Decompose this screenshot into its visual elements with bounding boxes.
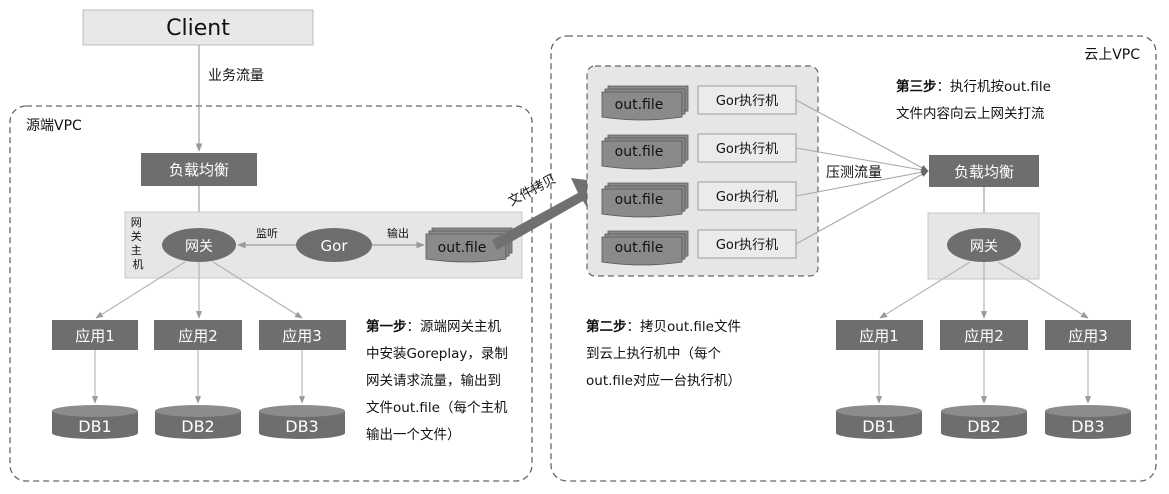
cloud-load-balancer — [929, 155, 1039, 187]
gateway-host-char-3: 主 — [131, 244, 142, 257]
cloud-app-2-label: 应用2 — [964, 327, 1004, 345]
executor-row-1: out.file Gor执行机 — [601, 85, 797, 121]
cloud-app-2 — [940, 320, 1028, 350]
executor-4-box — [697, 229, 797, 259]
source-gateway-label: 网关 — [185, 239, 213, 255]
client-label: Client — [166, 16, 230, 41]
executor-3-label: Gor执行机 — [716, 190, 778, 205]
gateway-host-label: 网 关 主 机 — [131, 216, 146, 271]
executor-1-to-lb — [795, 99, 929, 172]
cloud-gateway — [947, 228, 1021, 262]
source-app-2-label: 应用2 — [178, 327, 218, 345]
cloud-db-2 — [941, 405, 1027, 439]
source-db-2-label: DB2 — [181, 417, 214, 436]
step2-line-2: 到云上执行机中（每个 — [586, 346, 721, 362]
step2-text: 第二步：拷贝out.file文件 到云上执行机中（每个 out.file对应一台… — [586, 318, 745, 389]
client-box — [82, 9, 314, 46]
gor-process — [296, 228, 372, 262]
source-out-file-label: out.file — [438, 240, 487, 256]
step1-line-5: 输出一个文件） — [366, 427, 461, 443]
step2-label: 第二步 — [586, 318, 627, 335]
executor-2-to-lb — [795, 147, 929, 173]
step3-label: 第三步 — [896, 78, 937, 95]
source-app-3 — [259, 320, 346, 350]
executor-1-label: Gor执行机 — [716, 94, 778, 109]
cloud-load-balancer-label: 负载均衡 — [954, 163, 1014, 181]
gateway-host-char-2: 关 — [131, 229, 142, 243]
step2-line-1: 第二步：拷贝out.file文件 — [586, 318, 741, 335]
cloud-app-3 — [1045, 320, 1131, 350]
cloud-gateway-to-app3 — [997, 261, 1089, 319]
executor-4-label: Gor执行机 — [716, 238, 778, 253]
cloud-app-3-label: 应用3 — [1068, 327, 1108, 345]
executor-2-box — [697, 133, 797, 163]
executor-row-4: out.file Gor执行机 — [601, 229, 797, 266]
executor-2-file-label: out.file — [615, 144, 664, 160]
gateway-host-char-4: 机 — [133, 257, 144, 271]
gor-label: Gor — [321, 237, 349, 255]
source-app-2 — [154, 320, 242, 350]
source-app-1-label: 应用1 — [75, 327, 115, 345]
listen-label: 监听 — [256, 227, 278, 240]
gateway-host-char-1: 网 — [131, 216, 142, 229]
executor-4-to-lb — [795, 170, 929, 245]
source-app-3-label: 应用3 — [282, 327, 322, 345]
pressure-traffic-label: 压测流量 — [826, 165, 882, 181]
executor-3-file-stack — [601, 182, 689, 218]
source-out-file-stack — [425, 227, 513, 263]
step3-line-1-text: ：执行机按out.file — [937, 79, 1051, 95]
executor-4-file-stack — [601, 230, 689, 266]
executor-3-box — [697, 181, 797, 211]
cloud-gateway-to-app1 — [879, 261, 971, 319]
business-traffic-label: 业务流量 — [208, 68, 264, 84]
source-load-balancer-label: 负载均衡 — [169, 161, 229, 179]
step1-label: 第一步 — [366, 318, 407, 335]
cloud-app-1-label: 应用1 — [859, 327, 899, 345]
step3-line-2: 文件内容向云上网关打流 — [896, 105, 1045, 122]
source-gateway — [162, 228, 236, 262]
executor-4-file-label: out.file — [615, 240, 664, 256]
cloud-app-1 — [836, 320, 923, 350]
step2-line-3: out.file对应一台执行机） — [586, 372, 741, 389]
cloud-db-3-label: DB3 — [1071, 417, 1104, 436]
step3-text: 第三步：执行机按out.file 文件内容向云上网关打流 — [896, 78, 1055, 122]
cloud-vpc-region — [550, 35, 1157, 482]
executor-1-file-label: out.file — [615, 97, 664, 113]
source-db-3 — [259, 405, 345, 439]
source-vpc-region — [9, 105, 533, 482]
step1-line-2: 中安装Goreplay，录制 — [366, 346, 508, 362]
step1-line-1-text: ：源端网关主机 — [407, 319, 502, 335]
cloud-db-1 — [836, 405, 922, 439]
executor-2-label: Gor执行机 — [716, 142, 778, 157]
executor-1-box — [697, 85, 797, 115]
executor-row-3: out.file Gor执行机 — [601, 181, 797, 218]
executor-3-to-lb — [795, 169, 929, 197]
gateway-to-app3 — [212, 261, 303, 319]
executor-row-2: out.file Gor执行机 — [601, 133, 797, 170]
source-db-1-label: DB1 — [78, 417, 111, 436]
step2-line-1-text: ：拷贝out.file文件 — [627, 319, 741, 335]
gateway-to-app1 — [95, 261, 186, 319]
cloud-db-2-label: DB2 — [967, 417, 1000, 436]
step1-text: 第一步：源端网关主机 中安装Goreplay，录制 网关请求流量，输出到 文件o… — [366, 318, 512, 443]
cloud-vpc-label: 云上VPC — [1084, 47, 1140, 63]
output-label: 输出 — [387, 226, 409, 240]
step1-line-4: 文件out.file（每个主机 — [366, 400, 508, 416]
source-app-1 — [52, 320, 138, 350]
source-load-balancer — [141, 153, 257, 186]
cloud-db-3 — [1045, 405, 1131, 439]
cloud-gateway-label: 网关 — [970, 239, 998, 255]
executor-1-file-stack — [601, 85, 689, 121]
source-vpc-label: 源端VPC — [26, 118, 82, 134]
source-db-2 — [155, 405, 241, 439]
step1-line-1: 第一步：源端网关主机 — [366, 318, 501, 335]
step3-line-1: 第三步：执行机按out.file — [896, 78, 1051, 95]
cloud-db-1-label: DB1 — [862, 417, 895, 436]
executor-2-file-stack — [601, 134, 689, 170]
step1-line-3: 网关请求流量，输出到 — [366, 373, 501, 389]
executor-3-file-label: out.file — [615, 192, 664, 208]
source-db-3-label: DB3 — [285, 417, 318, 436]
file-copy-arrow — [492, 178, 603, 250]
source-db-1 — [52, 405, 138, 439]
